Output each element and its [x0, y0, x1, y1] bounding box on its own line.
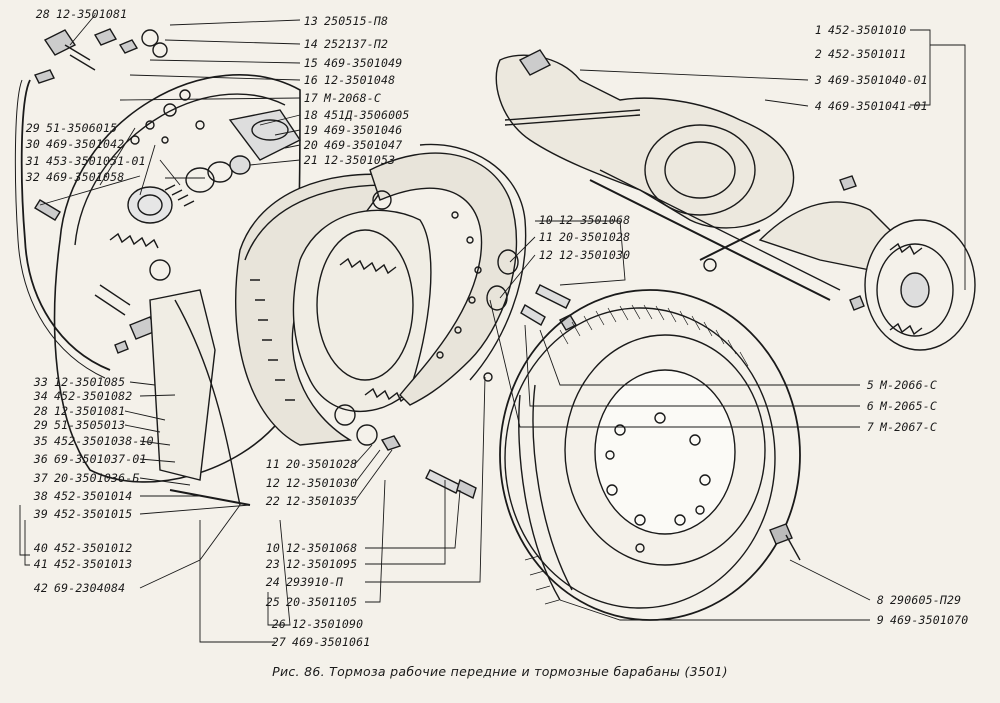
support-plate [149, 289, 251, 506]
figure-caption: Рис. 86. Тормоза рабочие передние и торм… [272, 664, 728, 679]
adjuster-washers [356, 249, 577, 499]
cylinder-parts [109, 155, 251, 281]
callout-number: 28 [35, 7, 50, 21]
front-axle-assembly [495, 49, 976, 351]
brake-shoe-front [369, 143, 527, 406]
bleeder-fittings [14, 28, 168, 379]
callout-28-top: 28 12-3501081 [32, 8, 127, 21]
drum-bolt [769, 523, 801, 561]
wheel-cylinder [228, 109, 302, 161]
brake-drum [499, 289, 801, 621]
leader-lines [19, 14, 966, 643]
brake-shoe-middle [292, 209, 432, 426]
drum-fins [524, 304, 749, 605]
part-code: 12-3501081 [56, 7, 128, 21]
